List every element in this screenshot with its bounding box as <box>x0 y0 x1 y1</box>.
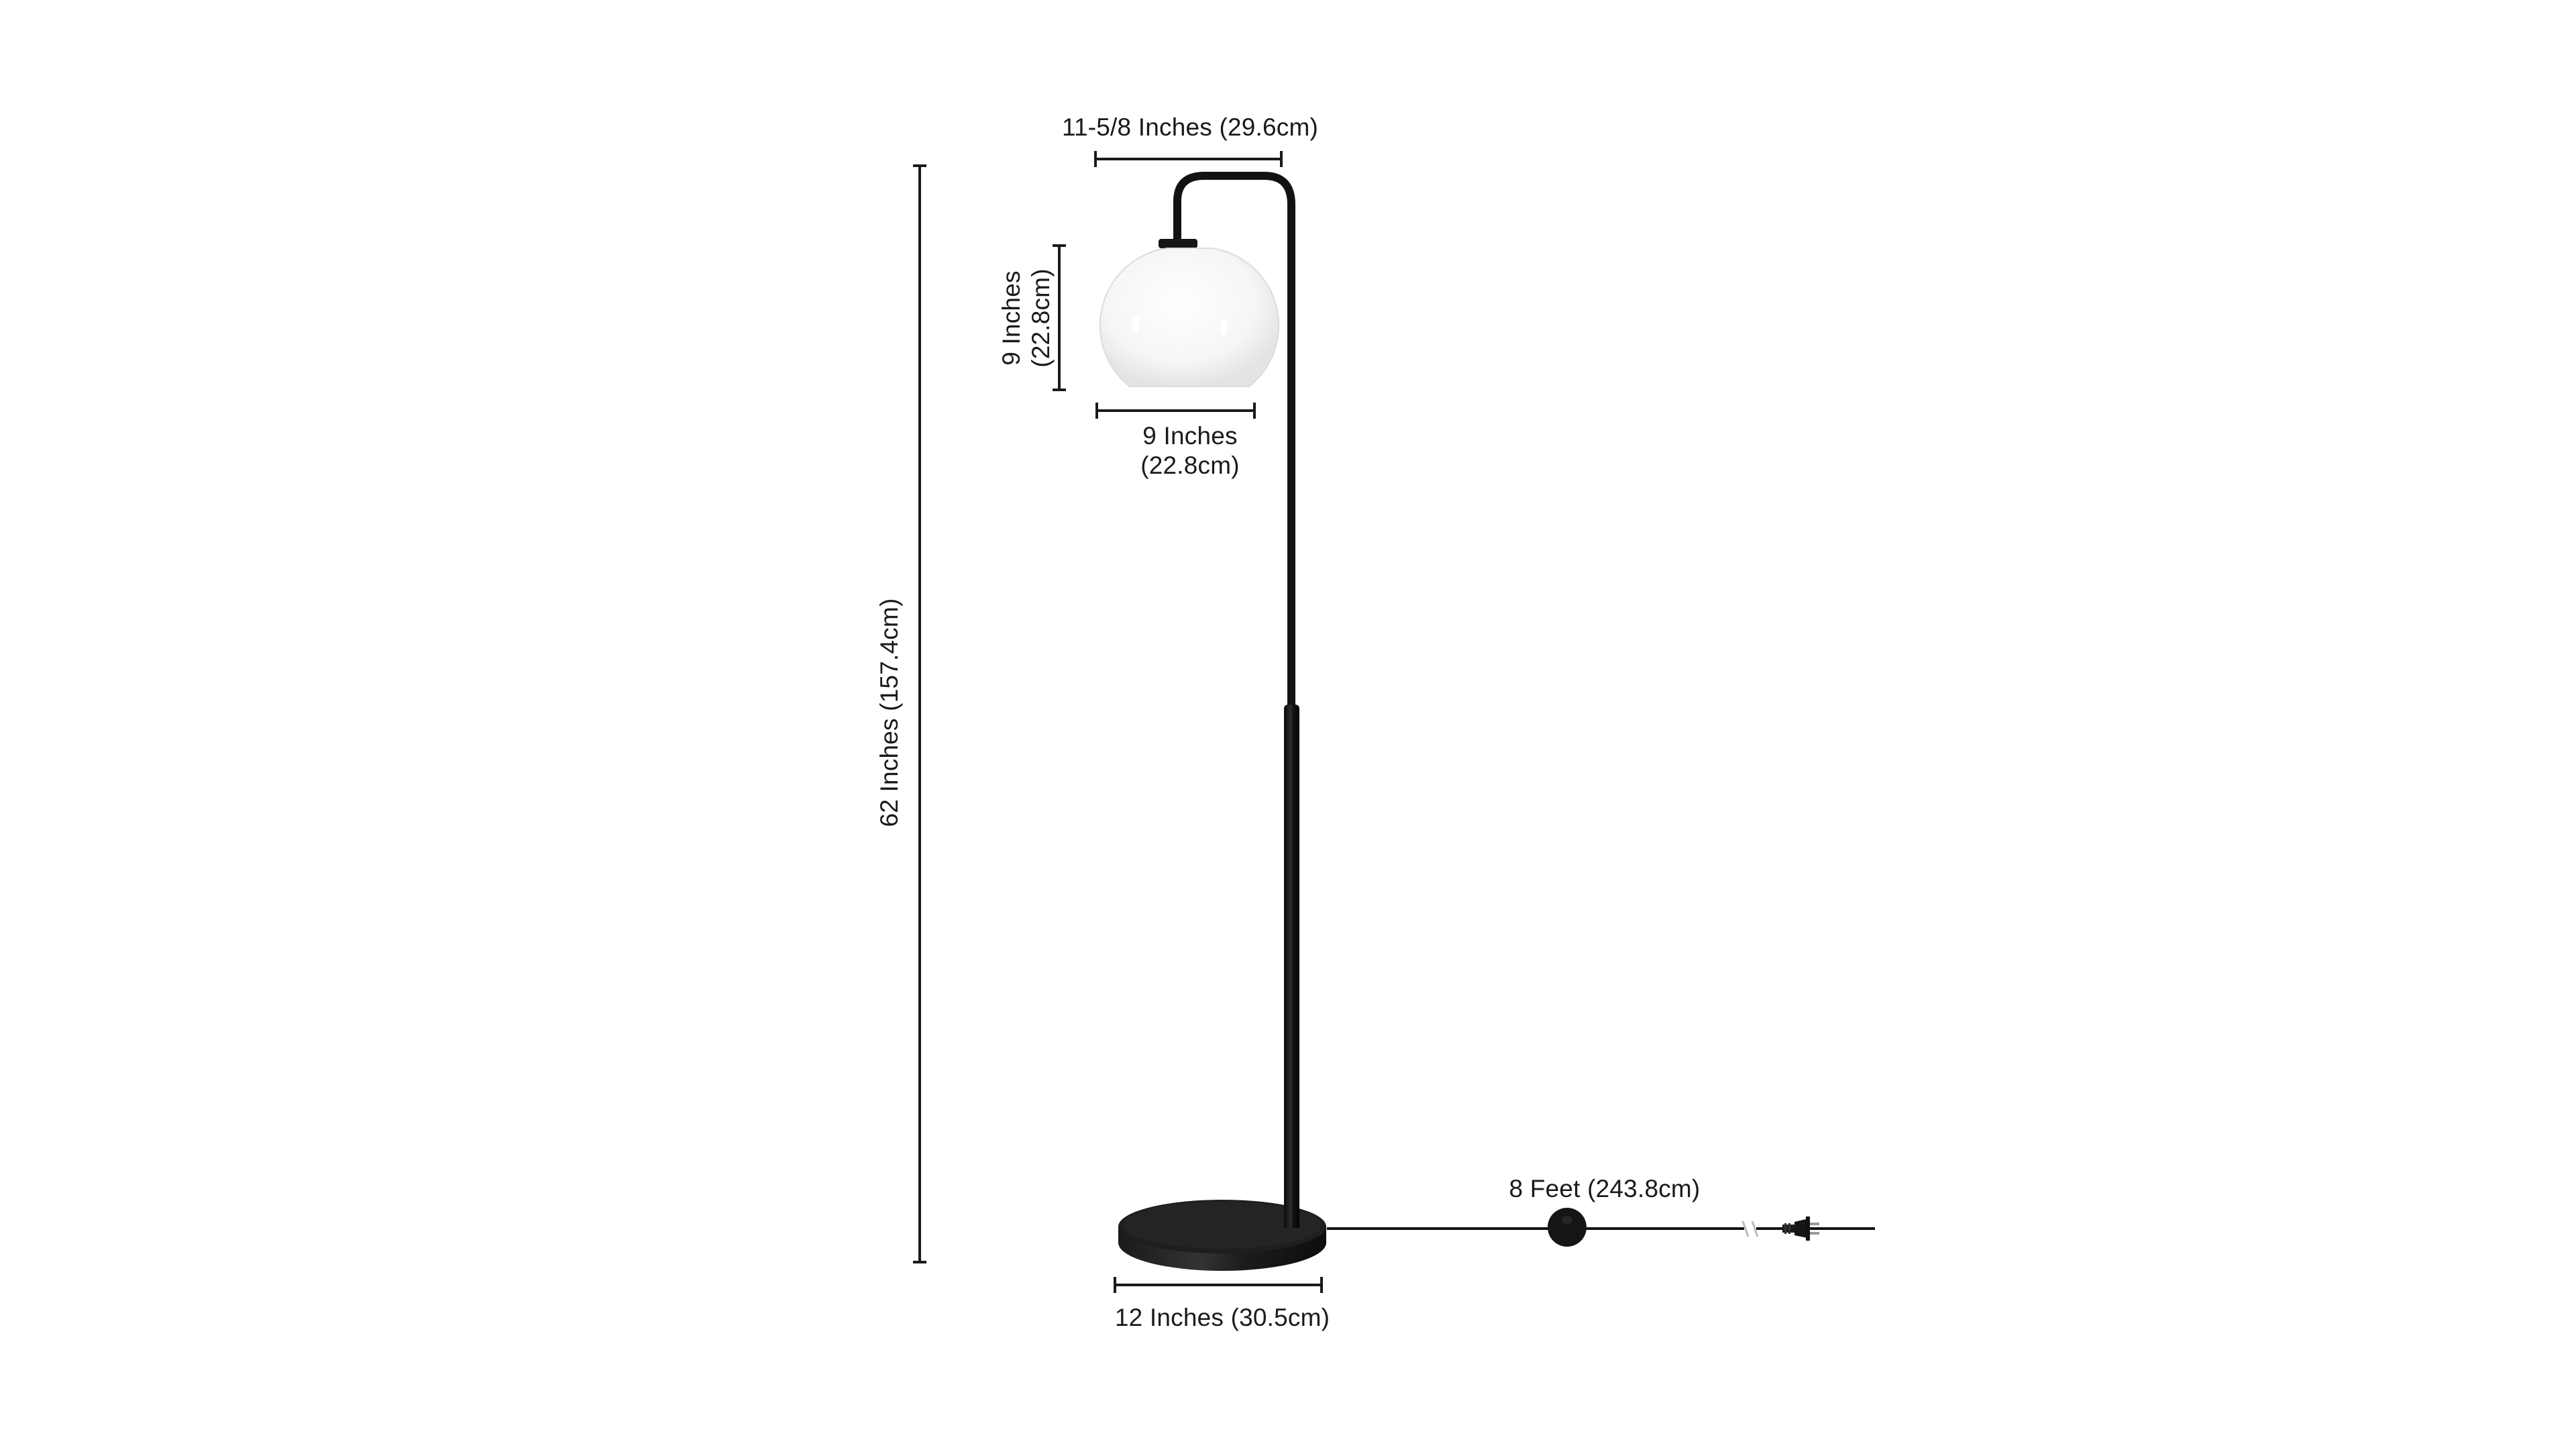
shade-height-label-line1: 9 Inches <box>998 270 1025 366</box>
shade-cap <box>1159 239 1197 248</box>
lamp-base <box>1118 1194 1326 1271</box>
shade-width-label: 9 Inches (22.8cm) <box>1140 421 1240 480</box>
arm-width-label: 11-5/8 Inches (29.6cm) <box>1061 113 1319 141</box>
shade-width-label-line1: 9 Inches <box>1142 422 1238 450</box>
cord-break-icon <box>1741 1221 1759 1237</box>
globe-shade <box>1099 248 1280 387</box>
arm-width-dimension-line <box>1094 151 1283 167</box>
plug-icon <box>1782 1216 1819 1241</box>
shade-width-label-line2: (22.8cm) <box>1140 452 1240 479</box>
shade-height-dimension-line <box>1053 244 1066 391</box>
shade-width-dimension-line <box>1095 403 1256 419</box>
total-height-label: 62 Inches (157.4cm) <box>875 598 903 827</box>
base-width-dimension-line <box>1114 1277 1323 1293</box>
base-width-label: 12 Inches (30.5cm) <box>1114 1304 1330 1331</box>
cord-length-label: 8 Feet (243.8cm) <box>1509 1175 1701 1202</box>
shade-height-label-line2: (22.8cm) <box>1027 268 1055 368</box>
foot-switch-icon <box>1548 1208 1587 1247</box>
lamp-arm <box>1173 172 1295 715</box>
shade-height-label: 9 Inches (22.8cm) <box>997 268 1056 368</box>
total-height-dimension-line <box>913 164 926 1263</box>
lamp-pole-lower <box>1284 705 1299 1228</box>
